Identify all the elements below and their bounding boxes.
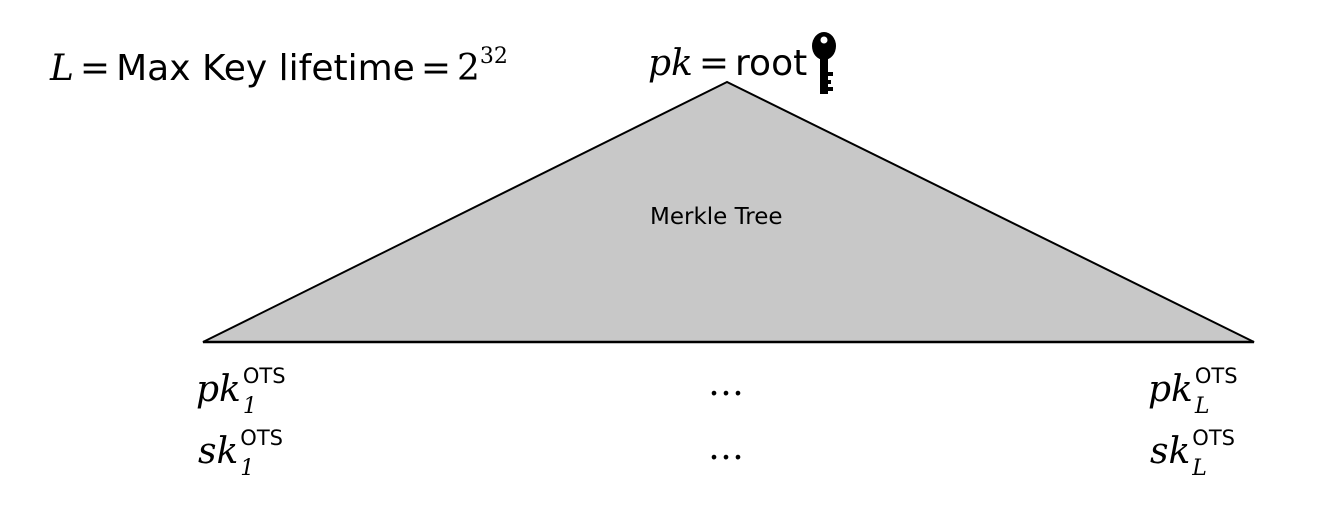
ellipsis-pk: … xyxy=(708,363,744,404)
root-text: root xyxy=(735,43,808,84)
ellipsis-sk: … xyxy=(708,427,744,468)
root-label: pk=root xyxy=(648,46,807,82)
max-lifetime-equation: L=Max Key lifetime=232 xyxy=(50,46,508,89)
lifetime-exponent: 32 xyxy=(479,44,508,69)
equals-sign: = xyxy=(698,43,730,84)
root-variable: pk xyxy=(648,43,693,84)
lifetime-base: 2 xyxy=(457,48,480,89)
lifetime-text: Max Key lifetime xyxy=(116,48,415,89)
lifetime-variable: L xyxy=(50,48,74,89)
equals-sign: = xyxy=(79,48,111,89)
equals-sign: = xyxy=(420,48,451,89)
merkle-tree-label: Merkle Tree xyxy=(650,204,783,230)
key-icon xyxy=(812,32,836,94)
